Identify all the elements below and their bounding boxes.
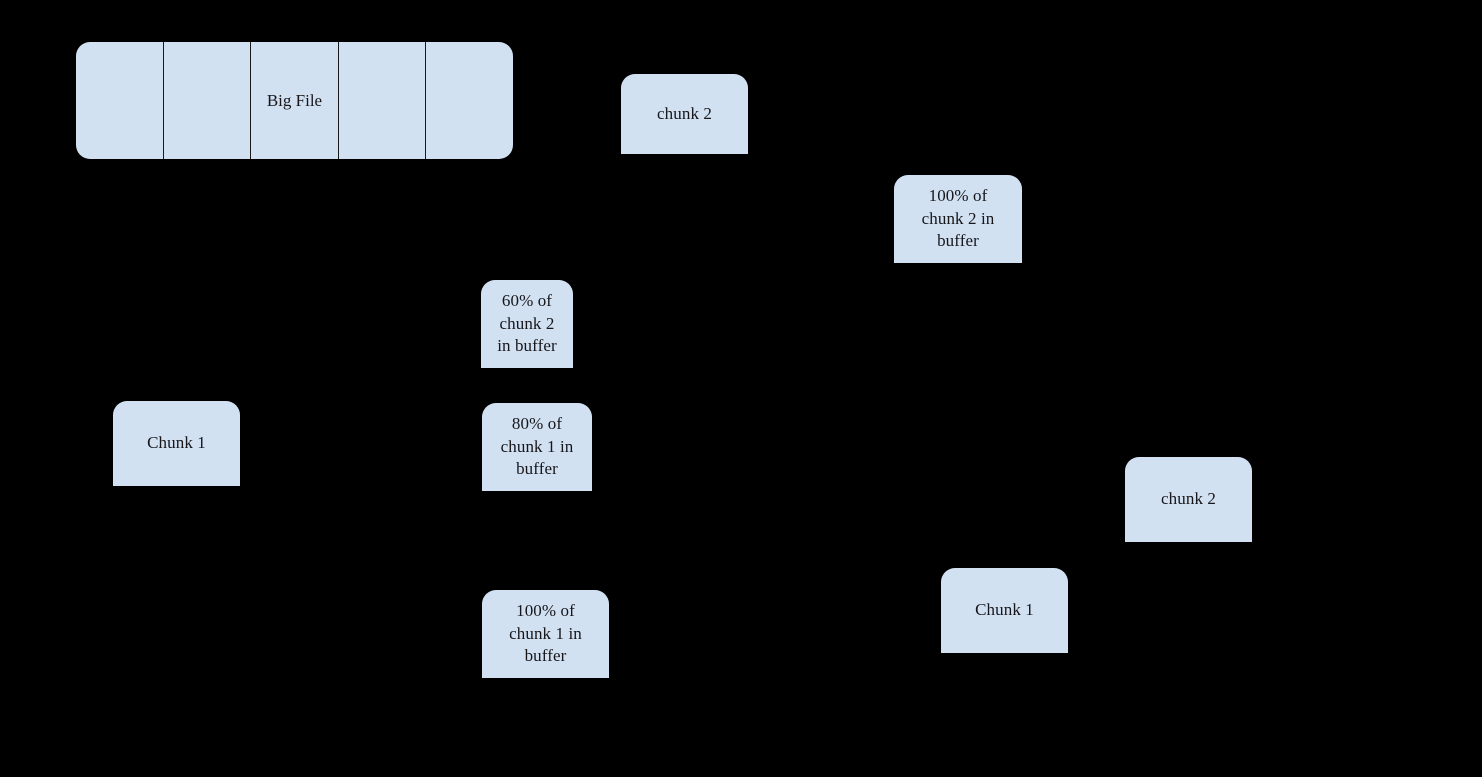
chunk-1-destination-box-label: Chunk 1	[975, 600, 1034, 620]
chunk-2-buffer-60-box-label: 60% of chunk 2 in buffer	[497, 291, 557, 356]
chunk-2-source-box[interactable]: chunk 2	[621, 74, 748, 154]
chunk-1-buffer-100-box[interactable]: 100% of chunk 1 in buffer	[482, 590, 609, 678]
chunk-2-buffer-100-box-label: 100% of chunk 2 in buffer	[921, 186, 995, 251]
chunk-1-buffer-100-box-label: 100% of chunk 1 in buffer	[509, 601, 582, 666]
chunk-2-source-box-label: chunk 2	[657, 103, 712, 123]
chunk-1-source-box-label: Chunk 1	[147, 433, 206, 453]
big-file-segment-3: Big File	[251, 42, 339, 159]
chunk-2-destination-box-label: chunk 2	[1161, 489, 1216, 509]
chunk-1-buffer-80-box-label: 80% of chunk 1 in buffer	[500, 414, 574, 479]
big-file-segment-5	[426, 42, 513, 159]
chunk-2-destination-box[interactable]: chunk 2	[1125, 457, 1252, 542]
chunk-1-source-box[interactable]: Chunk 1	[113, 401, 240, 486]
chunk-2-buffer-100-box[interactable]: 100% of chunk 2 in buffer	[894, 175, 1022, 263]
big-file-bar[interactable]: Big File	[76, 42, 513, 159]
chunk-1-buffer-80-box[interactable]: 80% of chunk 1 in buffer	[482, 403, 592, 491]
big-file-segment-2	[164, 42, 252, 159]
chunk-2-buffer-60-box[interactable]: 60% of chunk 2 in buffer	[481, 280, 573, 368]
big-file-segment-1	[76, 42, 164, 159]
big-file-segment-label: Big File	[266, 90, 323, 110]
chunk-1-destination-box[interactable]: Chunk 1	[941, 568, 1068, 653]
big-file-segment-4	[339, 42, 427, 159]
